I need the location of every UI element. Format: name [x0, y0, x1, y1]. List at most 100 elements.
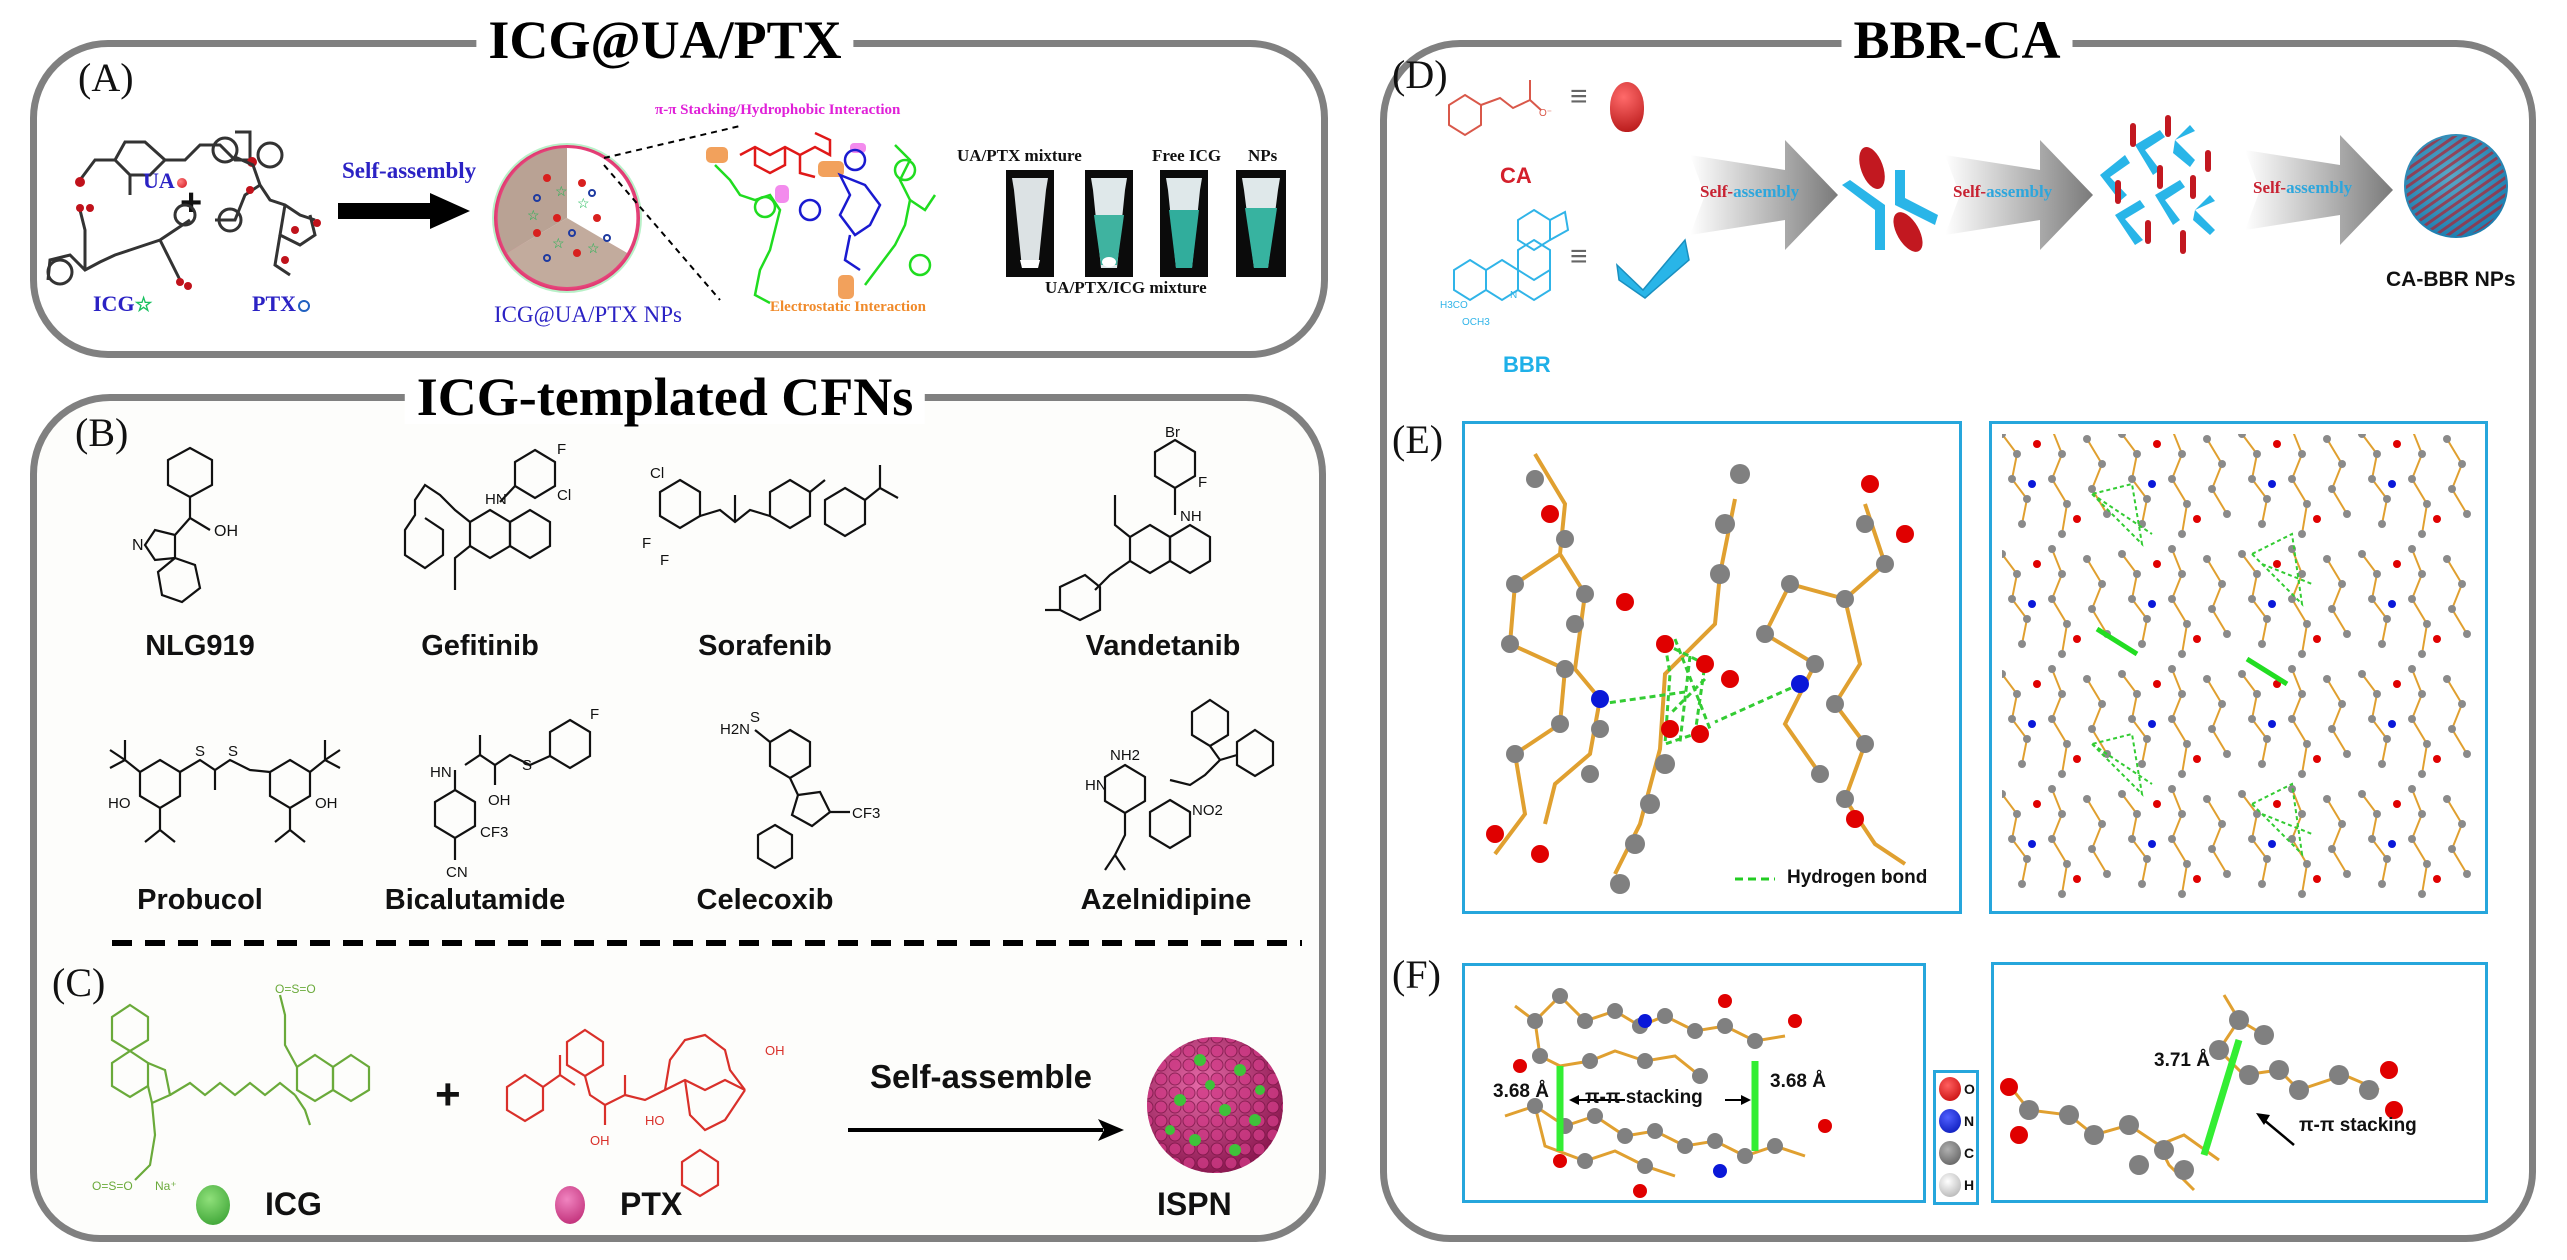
- bbr-chemical-structure: H3CO OCH3 N: [1440, 208, 1570, 328]
- molecule-name-vandetanib: Vandetanib: [1085, 630, 1241, 662]
- oxygen-atom: [75, 177, 85, 187]
- ca-pi-stacking-box: 3.71 Å π-π stacking: [1991, 962, 2488, 1203]
- hydrogen-legend-sphere-icon: [1939, 1173, 1961, 1197]
- nlg919-structure: OH N: [132, 446, 238, 604]
- pi-stacking-label-a: π-π Stacking/Hydrophobic Interaction: [655, 102, 901, 118]
- atom-label: HN: [485, 491, 507, 508]
- assembly-word: assembly: [2286, 178, 2353, 197]
- panel-d-label: (D): [1392, 52, 1448, 97]
- ptx-legend-label: PTX: [620, 1186, 683, 1222]
- icg-chemical-structure: O=S=O O=S=O Na⁺: [92, 982, 371, 1193]
- plus-sign-c: +: [435, 1070, 461, 1119]
- nitrogen-legend-sphere-icon: [1939, 1109, 1961, 1133]
- self-word: Self: [2253, 178, 2281, 197]
- bicalutamide-structure: F HN OH S CF3 CN: [430, 706, 599, 881]
- zoom-guide-lines: [603, 125, 741, 301]
- distance-label-right: 3.71 Å: [2154, 1050, 2210, 1071]
- svg-text:☆: ☆: [587, 240, 600, 256]
- equivalence-sign-bbr: ≡: [1570, 240, 1588, 273]
- panel-c-label: (C): [52, 960, 106, 1005]
- nanoparticle-label-a: ICG@UA/PTX NPs: [494, 302, 682, 327]
- self-assembly-arrow-d3: [2245, 135, 2393, 245]
- ptx-legend-sphere-icon: [555, 1186, 585, 1224]
- hydrogen-legend-label: H: [1964, 1177, 1975, 1193]
- svg-text:O=S=O: O=S=O: [275, 982, 316, 996]
- dash: -: [1980, 182, 1987, 201]
- distance-label-left-1: 3.68 Å: [1493, 1081, 1549, 1102]
- atom-label: H3CO: [1440, 300, 1468, 311]
- icg-ua-ptx-nanoparticle: ☆☆☆☆☆: [492, 143, 642, 293]
- svg-text:OH: OH: [765, 1043, 785, 1058]
- self-word: Self: [1700, 182, 1728, 201]
- atom-label: NO2: [1192, 802, 1223, 819]
- panel-b-title: ICG-templated CFNs: [404, 370, 926, 424]
- oxygen-legend-label: O: [1964, 1081, 1975, 1097]
- icg-label-text: ICG: [93, 291, 135, 316]
- molecule-name-gefitinib: Gefitinib: [421, 630, 539, 662]
- photo-label-ua-ptx-mixture: UA/PTX mixture: [957, 146, 1082, 165]
- section-divider-dashed: [112, 940, 1302, 946]
- photo-label-ua-ptx-icg-mixture: UA/PTX/ICG mixture: [1045, 278, 1207, 297]
- svg-text:F: F: [642, 535, 651, 552]
- hydrogen-bond-crystal-structure: [1486, 452, 1914, 894]
- svg-text:O=S=O: O=S=O: [92, 1179, 133, 1193]
- atom-label: HN: [1085, 777, 1107, 794]
- molecule-name-azelnidipine: Azelnidipine: [1080, 884, 1252, 916]
- svg-text:☆: ☆: [527, 207, 540, 223]
- panel-b-label: (B): [75, 410, 129, 455]
- panel-f-label: (F): [1392, 952, 1441, 997]
- bbr-blue-v-shape-icon: [1615, 238, 1690, 299]
- icg-green-star-icon: ☆: [134, 294, 153, 316]
- atom-label: CF3: [480, 824, 508, 841]
- panel-e-label: (E): [1392, 417, 1444, 462]
- atom-label: NH: [1180, 508, 1202, 525]
- pi-stacking-label-right: π-π stacking: [2299, 1115, 2417, 1136]
- svg-text:☆: ☆: [577, 195, 590, 211]
- ptx-chemical-structure: OH HO OH: [505, 1028, 785, 1198]
- svg-text:☆: ☆: [555, 183, 568, 199]
- azelnidipine-structure: NH2 HN NO2: [1085, 698, 1275, 871]
- photo-label-nps: NPs: [1248, 146, 1278, 165]
- atom-label: OCH3: [1462, 317, 1490, 328]
- molecule-name-sorafenib: Sorafenib: [698, 630, 832, 662]
- icg-molecule-model: [46, 203, 197, 290]
- atom-label: OH: [488, 792, 511, 809]
- ca-pi-stacking-structure: [2000, 994, 2403, 1192]
- vandetanib-structure: Br F NH: [1045, 424, 1212, 622]
- pi-stacking-label-left: π-π stacking: [1585, 1087, 1703, 1108]
- equivalence-sign-ca: ≡: [1570, 80, 1588, 113]
- ispn-nanoparticle: [1147, 1037, 1283, 1173]
- sorafenib-structure: Cl F F: [642, 465, 899, 569]
- panel-a-title: ICG@UA/PTX: [476, 13, 854, 67]
- celecoxib-structure: H2N S CF3: [720, 709, 880, 870]
- ca-bbr-dimer-icon: [1842, 146, 1938, 252]
- interaction-molecular-structure: [706, 131, 937, 305]
- crystal-packing-box: [1989, 421, 2488, 914]
- svg-text:F: F: [660, 552, 669, 569]
- ca-chemical-structure: O⁻: [1448, 80, 1552, 137]
- ptx-molecule-model: [211, 136, 321, 277]
- ca-label: CA: [1500, 163, 1532, 188]
- self-assembly-arrow-d1: [1690, 140, 1838, 250]
- hydrogen-bond-legend-label: Hydrogen bond: [1787, 867, 1928, 888]
- self-assembly-arrow-d2: [1945, 140, 2093, 250]
- ptx-label: PTX: [252, 291, 310, 317]
- pi-stacking-dimer-box: 3.68 Å π-π stacking 3.68 Å: [1462, 963, 1926, 1203]
- self-assemble-arrow-c: [848, 1119, 1124, 1141]
- atom-label: S: [522, 757, 532, 774]
- tube-photo-ua-ptx-icg: [1085, 170, 1133, 277]
- atom-label: OH: [214, 523, 238, 540]
- ca-bbr-cluster-icon: [2100, 115, 2215, 254]
- atom-label: S: [228, 743, 238, 760]
- gefitinib-structure: F HN Cl: [403, 441, 571, 590]
- svg-text:OH: OH: [590, 1133, 610, 1148]
- probucol-structure: S S HO OH: [108, 740, 341, 843]
- icg-legend-sphere-icon: [196, 1185, 230, 1225]
- atom-label: NH2: [1110, 747, 1140, 764]
- bbr-label: BBR: [1503, 352, 1551, 377]
- ispn-label: ISPN: [1157, 1186, 1232, 1222]
- atom-label: HN: [430, 764, 452, 781]
- atom-label: Cl: [650, 465, 664, 482]
- tube-photo-ua-ptx: [1006, 170, 1054, 277]
- atom-label: N: [1510, 290, 1517, 301]
